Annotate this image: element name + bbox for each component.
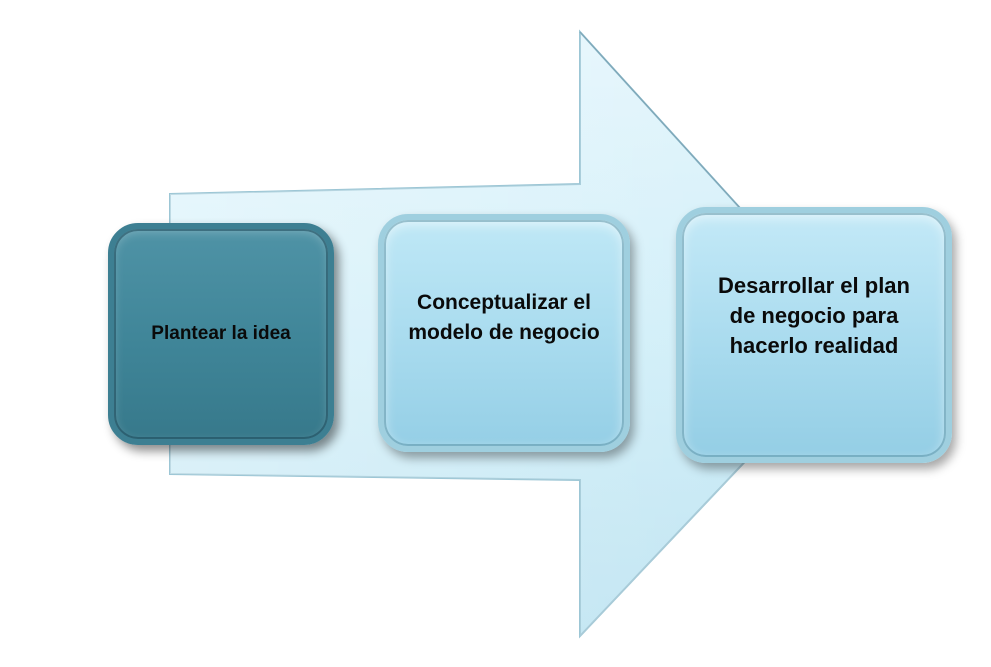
process-step-1: Plantear la idea <box>108 223 334 445</box>
process-step-3-label: Desarrollar el plan de negocio para hace… <box>718 273 910 358</box>
process-step-1-label: Plantear la idea <box>151 323 291 344</box>
process-step-2-label: Conceptualizar el modelo de negocio <box>408 291 600 344</box>
process-step-2: Conceptualizar el modelo de negocio <box>378 214 630 452</box>
process-step-3: Desarrollar el plan de negocio para hace… <box>676 207 952 463</box>
